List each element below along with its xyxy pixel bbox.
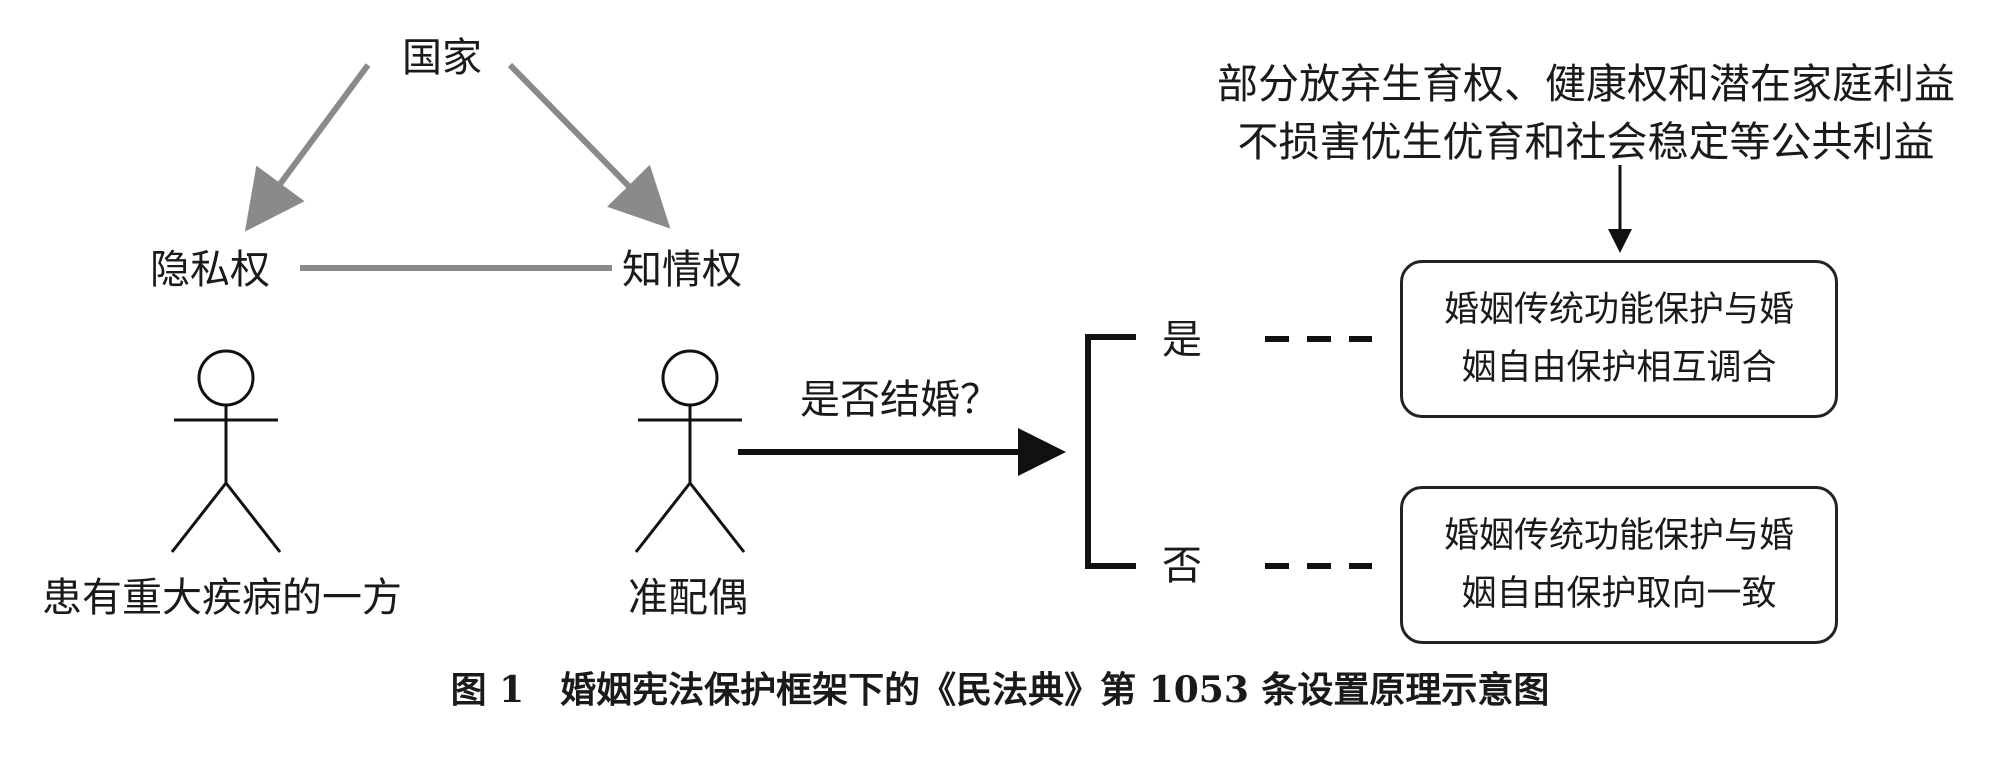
- interests-line-2: 不损害优生优育和社会稳定等公共利益: [1237, 118, 1935, 166]
- interests-line-1: 部分放弃生育权、健康权和潜在家庭利益: [1217, 60, 1955, 108]
- figure-label: 图 1: [450, 669, 525, 711]
- label-state: 国家: [402, 35, 482, 81]
- outcome-yes-line-1: 婚姻传统功能保护与婚: [1443, 290, 1794, 330]
- label-patient: 患有重大疾病的一方: [42, 575, 402, 621]
- outcome-box-no: 婚姻传统功能保护与婚 姻自由保护取向一致: [1400, 486, 1838, 644]
- outcome-no-line-2: 姻自由保护取向一致: [1461, 574, 1777, 614]
- label-branch-no: 否: [1162, 543, 1202, 589]
- stick-figure-patient-icon: [170, 349, 282, 553]
- label-right-to-know: 知情权: [622, 247, 742, 293]
- arrow-state-to-right-to-know: [507, 62, 671, 229]
- label-marriage-question: 是否结婚？: [800, 377, 1000, 423]
- outcome-no-line-1: 婚姻传统功能保护与婚: [1443, 516, 1794, 556]
- stick-figure-spouse-icon: [634, 349, 746, 553]
- arrow-state-to-privacy: [244, 63, 371, 232]
- outcome-box-yes: 婚姻传统功能保护与婚 姻自由保护相互调合: [1400, 260, 1838, 418]
- outcome-yes-line-2: 姻自由保护相互调合: [1461, 348, 1777, 388]
- label-spouse: 准配偶: [628, 575, 748, 621]
- branch-bracket: [1085, 334, 1136, 569]
- label-privacy-right: 隐私权: [150, 247, 270, 293]
- label-branch-yes: 是: [1162, 317, 1202, 363]
- figure-title: 婚姻宪法保护框架下的《民法典》第 1053 条设置原理示意图: [560, 669, 1550, 711]
- figure-caption: 图 1 婚姻宪法保护框架下的《民法典》第 1053 条设置原理示意图: [0, 672, 2000, 708]
